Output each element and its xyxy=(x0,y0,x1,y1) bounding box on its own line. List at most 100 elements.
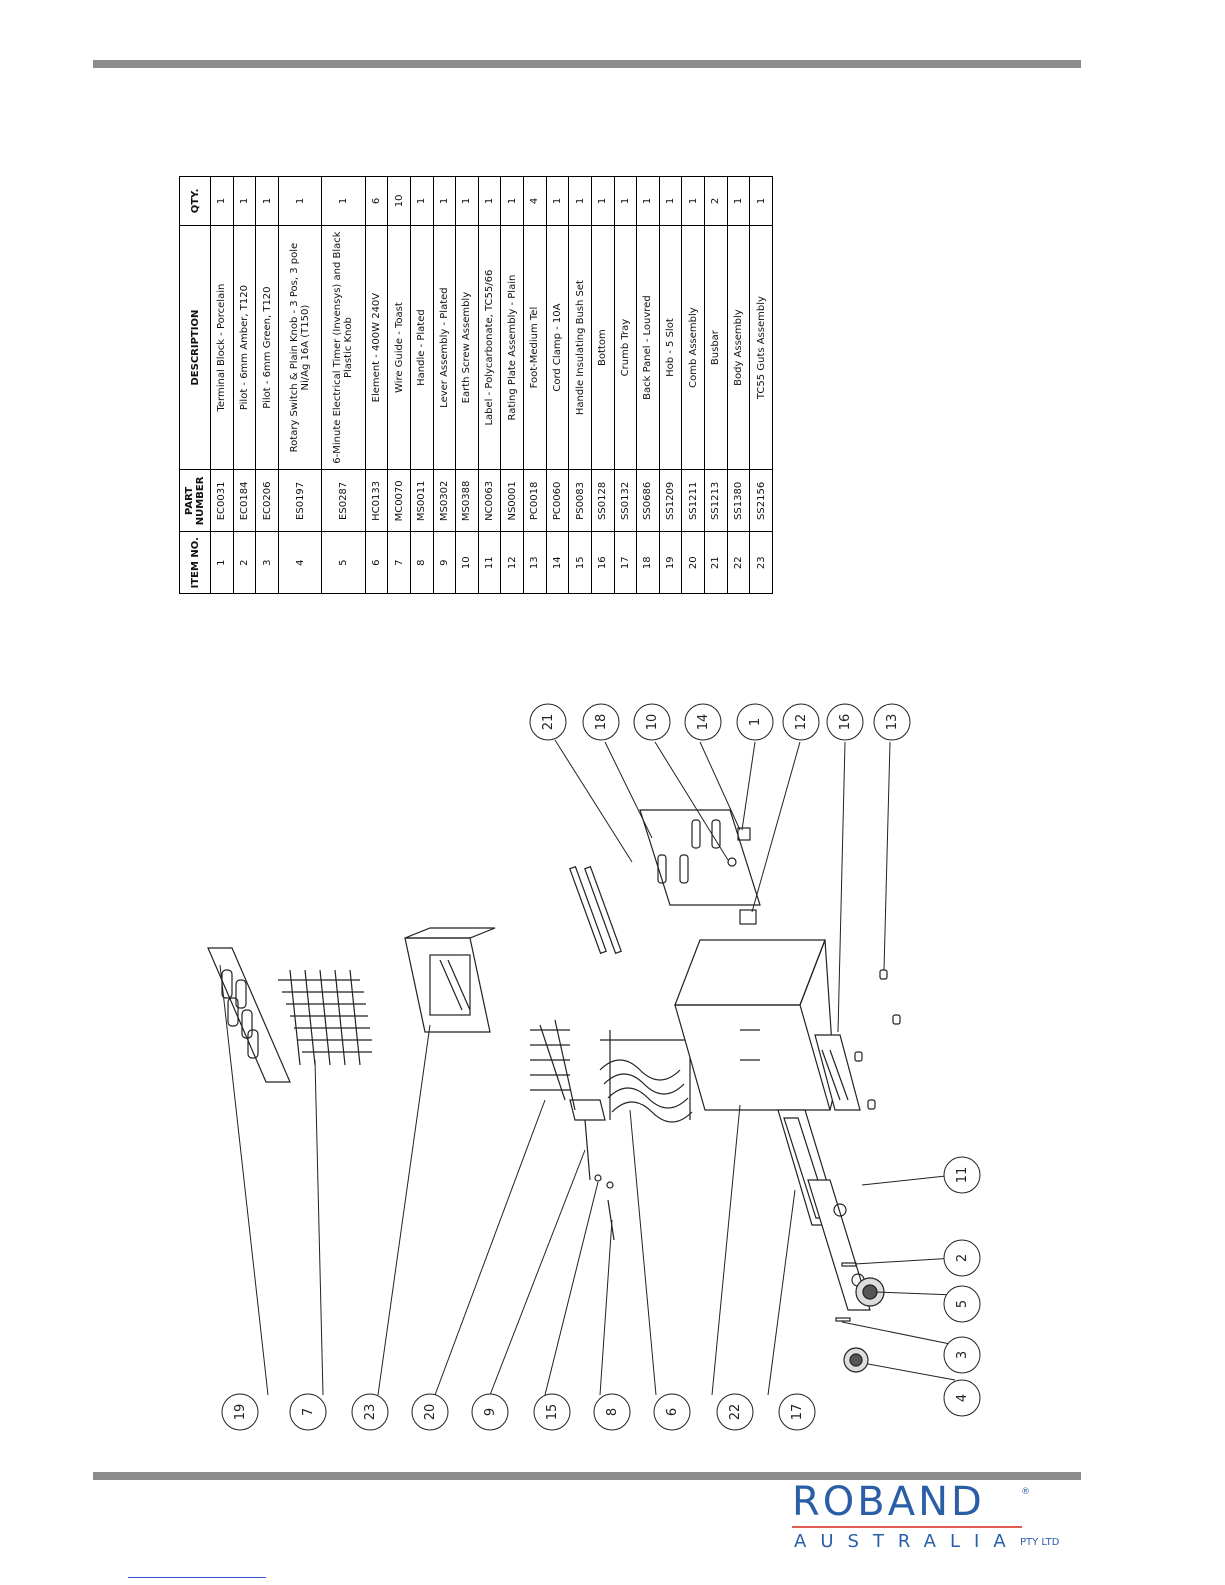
callout-2 xyxy=(943,1239,981,1277)
cell-part-number: ES0287 xyxy=(321,469,366,532)
logo-brand: ROBAND xyxy=(792,1479,985,1525)
cell-qty: 1 xyxy=(636,176,660,226)
callout-label-6: 6 xyxy=(665,1408,680,1416)
cell-qty: 1 xyxy=(681,176,705,226)
cell-qty: 1 xyxy=(546,176,569,226)
callout-label-15: 15 xyxy=(545,1404,560,1421)
cell-qty: 1 xyxy=(278,176,322,226)
header-qty: QTY. xyxy=(179,176,211,226)
cell-qty: 1 xyxy=(749,176,773,226)
comb-assembly-part xyxy=(530,1019,576,1111)
lever-assembly-part xyxy=(569,1099,606,1181)
cell-item-no: 19 xyxy=(659,531,682,594)
green-pilot-part xyxy=(835,1317,851,1322)
back-panel-part xyxy=(639,809,761,906)
cell-part-number: SS2156 xyxy=(749,469,773,532)
wire-guide-part xyxy=(278,969,372,1066)
cell-qty: 1 xyxy=(410,176,433,226)
callout-19 xyxy=(221,1393,259,1431)
cell-part-number: MS0302 xyxy=(433,469,456,532)
cell-description: Comb Assembly xyxy=(681,225,705,470)
callout-label-14: 14 xyxy=(696,714,711,731)
header-description: DESCRIPTION xyxy=(179,225,211,470)
cell-item-no: 9 xyxy=(433,531,456,594)
callout-14 xyxy=(684,703,722,741)
cell-part-number: PC0060 xyxy=(546,469,569,532)
callout-12 xyxy=(782,703,820,741)
table-header-row: ITEM NO. PART NUMBER DESCRIPTION QTY. xyxy=(179,176,211,594)
callout-label-9: 9 xyxy=(483,1408,498,1416)
cell-description: Handle - Plated xyxy=(410,225,433,470)
cell-item-no: 6 xyxy=(365,531,388,594)
callout-3 xyxy=(943,1336,981,1374)
callout-label-3: 3 xyxy=(955,1351,970,1359)
cell-part-number: EC0206 xyxy=(255,469,279,532)
cell-item-no: 8 xyxy=(410,531,433,594)
cell-item-no: 16 xyxy=(591,531,614,594)
cell-item-no: 23 xyxy=(749,531,773,594)
cell-item-no: 1 xyxy=(210,531,234,594)
cell-description: Busbar xyxy=(704,225,728,470)
cell-item-no: 15 xyxy=(568,531,592,594)
cell-part-number: NC0063 xyxy=(478,469,501,532)
logo-suffix: PTY LTD xyxy=(1020,1537,1060,1548)
cell-part-number: MC0070 xyxy=(387,469,411,532)
cell-description: Pilot - 6mm Amber, T120 xyxy=(233,225,256,470)
top-rule xyxy=(93,60,1081,68)
cell-qty: 1 xyxy=(659,176,682,226)
callout-23 xyxy=(351,1393,389,1431)
cell-part-number: SS1213 xyxy=(704,469,728,532)
amber-pilot-part xyxy=(841,1262,857,1267)
cell-part-number: SS1380 xyxy=(727,469,750,532)
callout-18 xyxy=(582,703,620,741)
callout-label-20: 20 xyxy=(423,1404,438,1421)
cell-description: Earth Screw Assembly xyxy=(455,225,479,470)
cell-description: Back Panel - Louvred xyxy=(636,225,660,470)
callout-11 xyxy=(943,1156,981,1194)
cell-description: Terminal Block - Porcelain xyxy=(210,225,234,470)
exploded-assembly-diagram: 19 7 23 20 9 15 8 6 22 17 21 18 10 14 1 … xyxy=(207,703,981,1431)
callout-6 xyxy=(653,1393,691,1431)
cell-qty: 1 xyxy=(233,176,256,226)
cell-description: Label - Polycarbonate, TC55/66 xyxy=(478,225,501,470)
cell-description: Body Assembly xyxy=(727,225,750,470)
cell-qty: 6 xyxy=(365,176,388,226)
cell-item-no: 4 xyxy=(278,531,322,594)
callout-4 xyxy=(943,1379,981,1417)
cell-qty: 2 xyxy=(704,176,728,226)
cell-part-number: SS0686 xyxy=(636,469,660,532)
cell-qty: 4 xyxy=(523,176,547,226)
cell-description: Hob - 5 Slot xyxy=(659,225,682,470)
bottom-part xyxy=(814,1034,861,1111)
timer-part xyxy=(855,1277,885,1307)
cell-description: Rotary Switch & Plain Knob - 3 Pos, 3 po… xyxy=(278,225,322,470)
bush-part xyxy=(594,1174,602,1182)
cell-description: Bottom xyxy=(591,225,614,470)
cell-qty: 1 xyxy=(478,176,501,226)
cell-qty: 1 xyxy=(321,176,366,226)
callout-label-19: 19 xyxy=(233,1404,248,1421)
cell-part-number: MS0011 xyxy=(410,469,433,532)
cell-description: Crumb Tray xyxy=(614,225,637,470)
cell-qty: 10 xyxy=(387,176,411,226)
callout-label-12: 12 xyxy=(794,714,809,731)
callout-5 xyxy=(943,1285,981,1323)
cell-item-no: 12 xyxy=(500,531,524,594)
cell-description: Pilot - 6mm Green, T120 xyxy=(255,225,279,470)
cell-part-number: EC0184 xyxy=(233,469,256,532)
callout-17 xyxy=(778,1393,816,1431)
callout-21 xyxy=(529,703,567,741)
cell-part-number: SS1211 xyxy=(681,469,705,532)
